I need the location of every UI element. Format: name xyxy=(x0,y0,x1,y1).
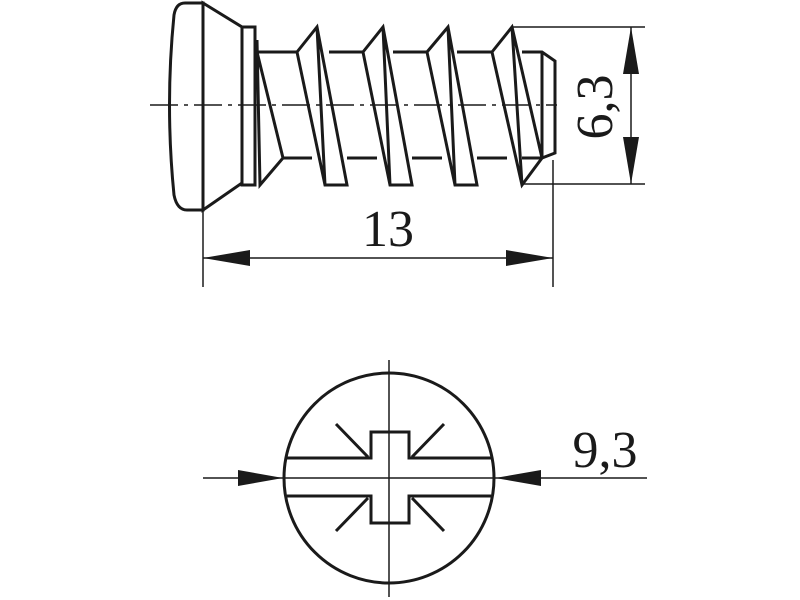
screw-collar xyxy=(240,25,257,187)
arrow-up-icon xyxy=(623,27,639,74)
head-diameter-label: 9,3 xyxy=(573,422,638,479)
diameter-dimension-label: 6,3 xyxy=(567,75,624,140)
screw-head xyxy=(168,0,244,213)
pozidriv-recess xyxy=(287,430,491,525)
recess-indicator-lines xyxy=(334,422,446,533)
arrow-right-icon xyxy=(238,470,283,486)
diameter-dimension: 6,3 xyxy=(512,26,645,185)
screw-shank xyxy=(257,50,557,160)
arrow-left-icon xyxy=(495,470,541,486)
screw-head-top-view: 9,3 xyxy=(203,360,647,597)
screw-threads xyxy=(255,23,544,189)
arrow-left-icon xyxy=(203,250,250,266)
length-dimension: 13 xyxy=(202,160,554,287)
length-dimension-label: 13 xyxy=(362,201,414,258)
arrow-down-icon xyxy=(623,137,639,184)
screw-side-view xyxy=(150,0,557,213)
arrow-right-icon xyxy=(506,250,553,266)
